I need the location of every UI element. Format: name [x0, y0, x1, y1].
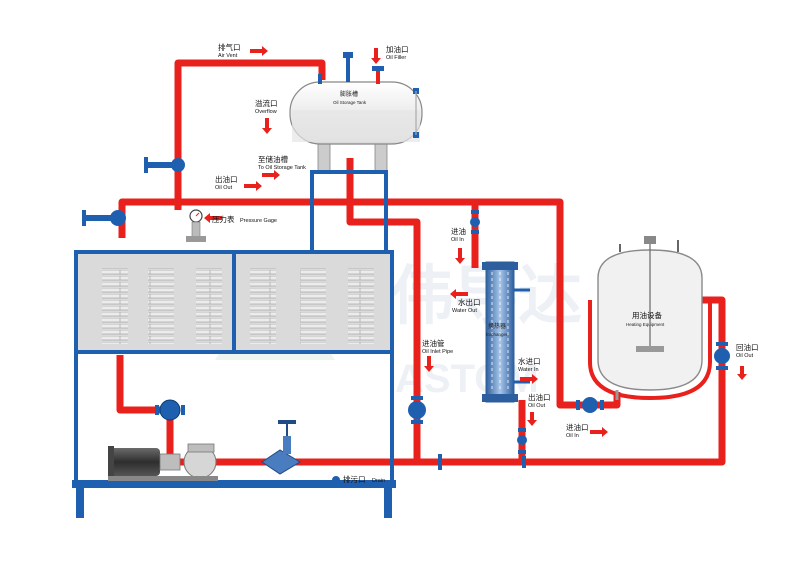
water-in-label-cn: 水进口 — [518, 356, 541, 366]
pressure-gage — [186, 209, 206, 242]
arrow-overflow — [262, 118, 272, 134]
arrow-oil-in-bottom — [590, 427, 608, 437]
oil-in-bottom-label-en: Oil In — [566, 433, 579, 439]
to-storage-label-en: To Oil Storage Tank — [258, 165, 306, 171]
pressure-gage-label-en: Pressure Gage — [240, 218, 277, 224]
oil-filler-label-cn: 加油口 — [386, 44, 409, 54]
arrow-to-storage — [262, 170, 280, 180]
oil-out-exchanger-label-en: Oil Out — [528, 403, 546, 409]
drain-label-cn: 排污口 — [343, 474, 366, 484]
water-out-label-en: Water Out — [452, 308, 477, 314]
arrow-pressure-gage — [204, 213, 222, 223]
water-out-label-cn: 水出口 — [458, 297, 481, 307]
water-in-label-en: Water In — [518, 367, 539, 373]
heat-exchanger-label-en: Exchanger — [486, 332, 508, 337]
oil-filler-label-en: Oil Filler — [386, 55, 406, 61]
valve-exchanger-out — [517, 428, 527, 454]
overflow-label-cn: 溢流口 — [255, 98, 278, 108]
heating-equipment-vessel: 用油设备 Heating Equipment — [588, 236, 712, 401]
expansion-tank: 膨胀槽 Oil Storage Tank — [289, 52, 423, 173]
to-storage-label-cn: 至储油槽 — [258, 154, 288, 164]
flow-arrows — [204, 46, 747, 437]
pressure-gage-label-cn: 压力表 — [212, 214, 235, 224]
arrow-oil-out-exchanger — [527, 412, 537, 426]
heat-exchanger: 换热器 Exchanger — [482, 261, 530, 403]
arrow-water-out — [450, 289, 468, 299]
valve-oil-inlet-pipe — [408, 396, 426, 424]
oil-out-top-label-en: Oil Out — [215, 185, 233, 191]
arrow-water-in — [520, 374, 538, 384]
heating-equipment-label-cn: 用油设备 — [632, 310, 662, 320]
valve-exchanger-in — [470, 210, 480, 234]
arrow-oil-out-top — [244, 181, 262, 191]
heat-exchanger-label-cn: 换热器 — [488, 322, 506, 330]
valve-pump-suction — [155, 399, 185, 421]
heater-frame — [72, 170, 396, 518]
arrow-oil-inlet-pipe — [424, 356, 434, 372]
valve-return-line — [714, 342, 730, 370]
arrow-oil-in-exchanger — [455, 248, 465, 264]
circulation-pump — [108, 443, 218, 481]
oil-out-right-label-cn: 回油口 — [736, 342, 759, 352]
drain-label-en: Drain — [372, 478, 385, 484]
oil-out-top-label-cn: 出油口 — [215, 174, 238, 184]
arrow-oil-out-right — [737, 366, 747, 380]
oil-out-exchanger-label-cn: 出油口 — [528, 392, 551, 402]
oil-in-bottom-label-cn: 进油口 — [566, 422, 589, 432]
valve-vessel-inlet — [576, 397, 604, 413]
arrow-oil-filler — [371, 48, 381, 64]
expansion-tank-label-en: Oil Storage Tank — [333, 100, 367, 105]
valve-air-vent-line — [144, 157, 185, 173]
oil-inlet-pipe-label-en: Oil Inlet Pipe — [422, 349, 453, 355]
air-vent-label-cn: 排气口 — [218, 42, 241, 52]
drain-valve — [332, 476, 340, 484]
oil-out-right-label-en: Oil Out — [736, 353, 754, 359]
overflow-label-en: Overflow — [255, 109, 277, 115]
valve-outlet-header — [82, 210, 126, 226]
valves — [82, 157, 730, 484]
heating-equipment-label-en: Heating Equipment — [626, 322, 665, 327]
expansion-tank-label-cn: 膨胀槽 — [340, 90, 358, 98]
globe-valve-discharge — [261, 420, 301, 475]
arrow-air-vent — [250, 46, 268, 56]
oil-inlet-pipe-label-cn: 进油管 — [422, 338, 445, 348]
oil-in-exchanger-label-cn: 进油 — [451, 226, 466, 236]
labels: 排气口 Air Vent 加油口 Oil Filler 溢流口 Overflow… — [212, 42, 759, 484]
oil-in-exchanger-label-en: Oil In — [451, 237, 464, 243]
air-vent-label-en: Air Vent — [218, 53, 238, 59]
